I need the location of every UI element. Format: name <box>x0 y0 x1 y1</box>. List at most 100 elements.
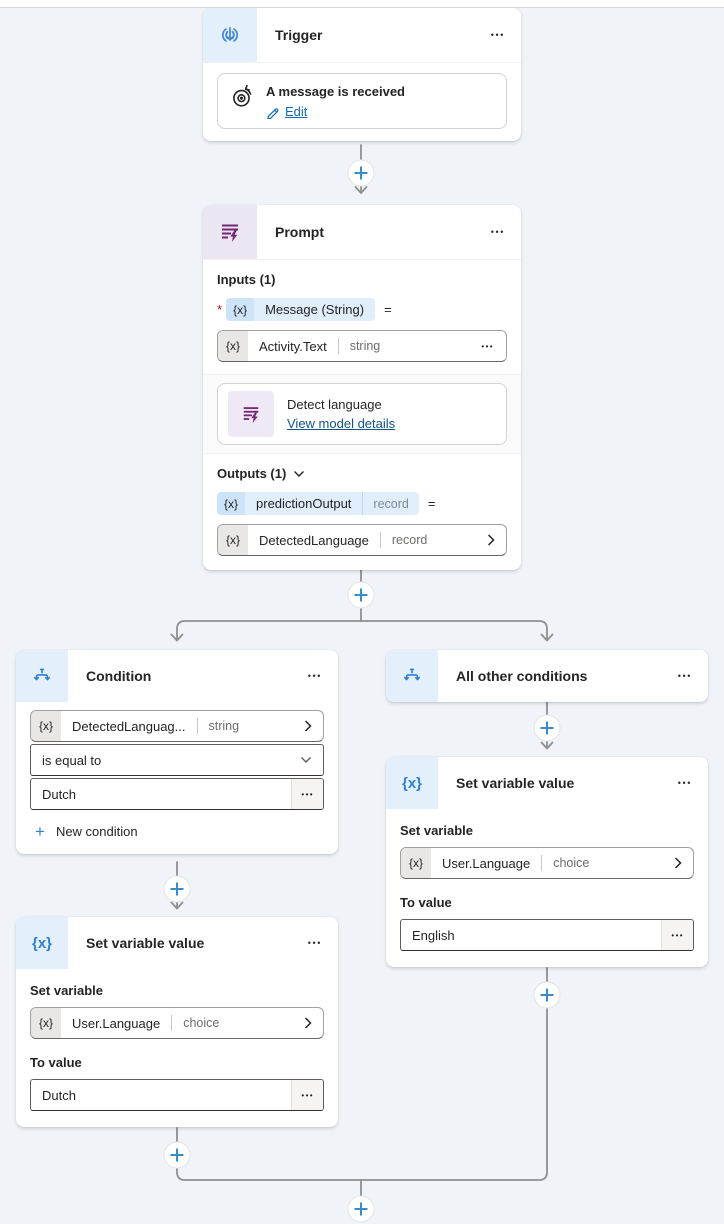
new-condition-button[interactable]: + New condition <box>35 822 138 841</box>
chevron-right-icon[interactable] <box>663 857 693 869</box>
message-input-field[interactable]: {x} Activity.Text string ••• <box>217 330 507 362</box>
arrowhead-icon <box>540 633 554 642</box>
prompt-node[interactable]: Prompt ••• Inputs (1) * {x} Message (Str… <box>203 205 521 570</box>
output-token-row[interactable]: {x} predictionOutput record = <box>217 492 507 515</box>
fx-badge-icon: {x} <box>31 1008 62 1038</box>
more-options-icon[interactable]: ••• <box>490 227 505 237</box>
to-value-label: To value <box>30 1055 82 1070</box>
variable-field[interactable]: {x} User.Language choice <box>400 847 694 879</box>
node-title: Prompt <box>275 224 324 240</box>
trigger-card-title: A message is received <box>266 84 405 99</box>
field-type: choice <box>553 856 590 870</box>
add-node-button[interactable] <box>347 581 375 609</box>
fx-badge-icon: {x} <box>226 298 255 321</box>
connector-branch-left <box>176 620 362 641</box>
fx-badge-icon: {x} <box>31 711 62 741</box>
condition-operand-field[interactable]: {x} DetectedLanguag... string <box>30 710 324 742</box>
chevron-down-icon[interactable] <box>293 470 305 478</box>
node-title: Condition <box>86 668 152 684</box>
set-variable-node-right[interactable]: {x} Set variable value ••• Set variable … <box>386 757 708 967</box>
arrowhead-icon <box>170 633 184 642</box>
to-value-label: To value <box>400 895 452 910</box>
edit-link[interactable]: Edit <box>285 104 308 119</box>
input-token-row[interactable]: * {x} Message (String) = <box>217 298 507 321</box>
field-value: Activity.Text <box>259 338 327 354</box>
output-token-label: predictionOutput <box>245 492 363 515</box>
to-value-field[interactable]: English ••• <box>400 919 694 951</box>
node-title: All other conditions <box>456 668 588 684</box>
chevron-right-icon[interactable] <box>293 1017 323 1029</box>
prompt-node-header[interactable]: Prompt ••• <box>203 205 521 260</box>
set-variable-header[interactable]: {x} Set variable value ••• <box>386 757 708 809</box>
set-variable-node-left[interactable]: {x} Set variable value ••• Set variable … <box>16 917 338 1127</box>
set-variable-header[interactable]: {x} Set variable value ••• <box>16 917 338 969</box>
field-value: DetectedLanguag... <box>72 718 186 734</box>
outputs-label[interactable]: Outputs (1) <box>217 466 507 481</box>
condition-node-header[interactable]: Condition ••• <box>16 650 338 702</box>
node-title: Set variable value <box>86 935 205 951</box>
view-model-details-link[interactable]: View model details <box>287 416 396 431</box>
chevron-right-icon[interactable] <box>293 720 323 732</box>
fx-badge-icon: {x} <box>217 492 246 515</box>
add-node-button[interactable] <box>163 1141 191 1169</box>
trigger-icon <box>203 8 257 62</box>
connector-branch-right <box>360 620 548 641</box>
fx-badge-icon: {x} <box>401 848 432 878</box>
add-node-button[interactable] <box>163 875 191 903</box>
variable-field[interactable]: {x} User.Language choice <box>30 1007 324 1039</box>
chevron-right-icon[interactable] <box>476 534 506 546</box>
equals-sign: = <box>384 302 392 317</box>
add-node-button[interactable] <box>347 1195 375 1223</box>
add-node-button[interactable] <box>533 981 561 1009</box>
dropdown-value: is equal to <box>42 752 102 768</box>
field-value: Dutch <box>42 786 76 802</box>
field-divider <box>541 855 543 871</box>
more-options-icon[interactable]: ••• <box>490 30 505 40</box>
output-field[interactable]: {x} DetectedLanguage record <box>217 524 507 556</box>
fx-variable-icon: {x} <box>16 917 68 969</box>
add-node-button[interactable] <box>533 714 561 742</box>
condition-operator-dropdown[interactable]: is equal to <box>30 744 324 776</box>
equals-sign: = <box>427 496 436 511</box>
prompt-icon <box>203 205 257 259</box>
to-value-field[interactable]: Dutch ••• <box>30 1079 324 1111</box>
all-other-conditions-header[interactable]: All other conditions ••• <box>386 650 708 702</box>
node-title: Set variable value <box>456 775 575 791</box>
model-band: Detect language View model details <box>203 374 521 454</box>
inputs-label: Inputs (1) <box>217 272 276 287</box>
model-card[interactable]: Detect language View model details <box>217 383 507 445</box>
more-options-icon[interactable]: ••• <box>307 671 322 681</box>
field-divider <box>337 338 339 354</box>
field-more-icon[interactable]: ••• <box>472 331 506 361</box>
all-other-conditions-node[interactable]: All other conditions ••• <box>386 650 708 702</box>
add-node-button[interactable] <box>347 159 375 187</box>
condition-value-field[interactable]: Dutch ••• <box>30 778 324 810</box>
more-options-icon[interactable]: ••• <box>307 938 322 948</box>
field-type: string <box>349 339 381 353</box>
node-title: Trigger <box>275 27 323 43</box>
trigger-node-header[interactable]: Trigger ••• <box>203 8 521 63</box>
condition-node[interactable]: Condition ••• {x} DetectedLanguag... str… <box>16 650 338 854</box>
branch-icon <box>386 650 438 702</box>
field-more-icon[interactable]: ••• <box>661 920 693 950</box>
input-token-label: Message (String) <box>254 298 376 321</box>
pencil-icon <box>267 107 279 119</box>
more-options-icon[interactable]: ••• <box>677 671 692 681</box>
branch-icon <box>16 650 68 702</box>
trigger-card[interactable]: A message is received Edit <box>217 73 507 129</box>
field-more-icon[interactable]: ••• <box>291 1080 323 1110</box>
field-value: Dutch <box>42 1087 76 1103</box>
more-options-icon[interactable]: ••• <box>677 778 692 788</box>
field-type: string <box>208 719 240 733</box>
model-title: Detect language <box>287 397 382 412</box>
field-value: English <box>412 927 455 943</box>
trigger-node[interactable]: Trigger ••• A message is received <box>203 8 521 141</box>
field-more-icon[interactable]: ••• <box>291 779 323 809</box>
field-divider <box>171 1015 173 1031</box>
connector-merge-right <box>360 967 548 1181</box>
required-marker: * <box>217 302 223 317</box>
set-variable-label: Set variable <box>400 823 473 838</box>
field-value: User.Language <box>72 1015 161 1031</box>
field-value: DetectedLanguage <box>259 532 369 548</box>
